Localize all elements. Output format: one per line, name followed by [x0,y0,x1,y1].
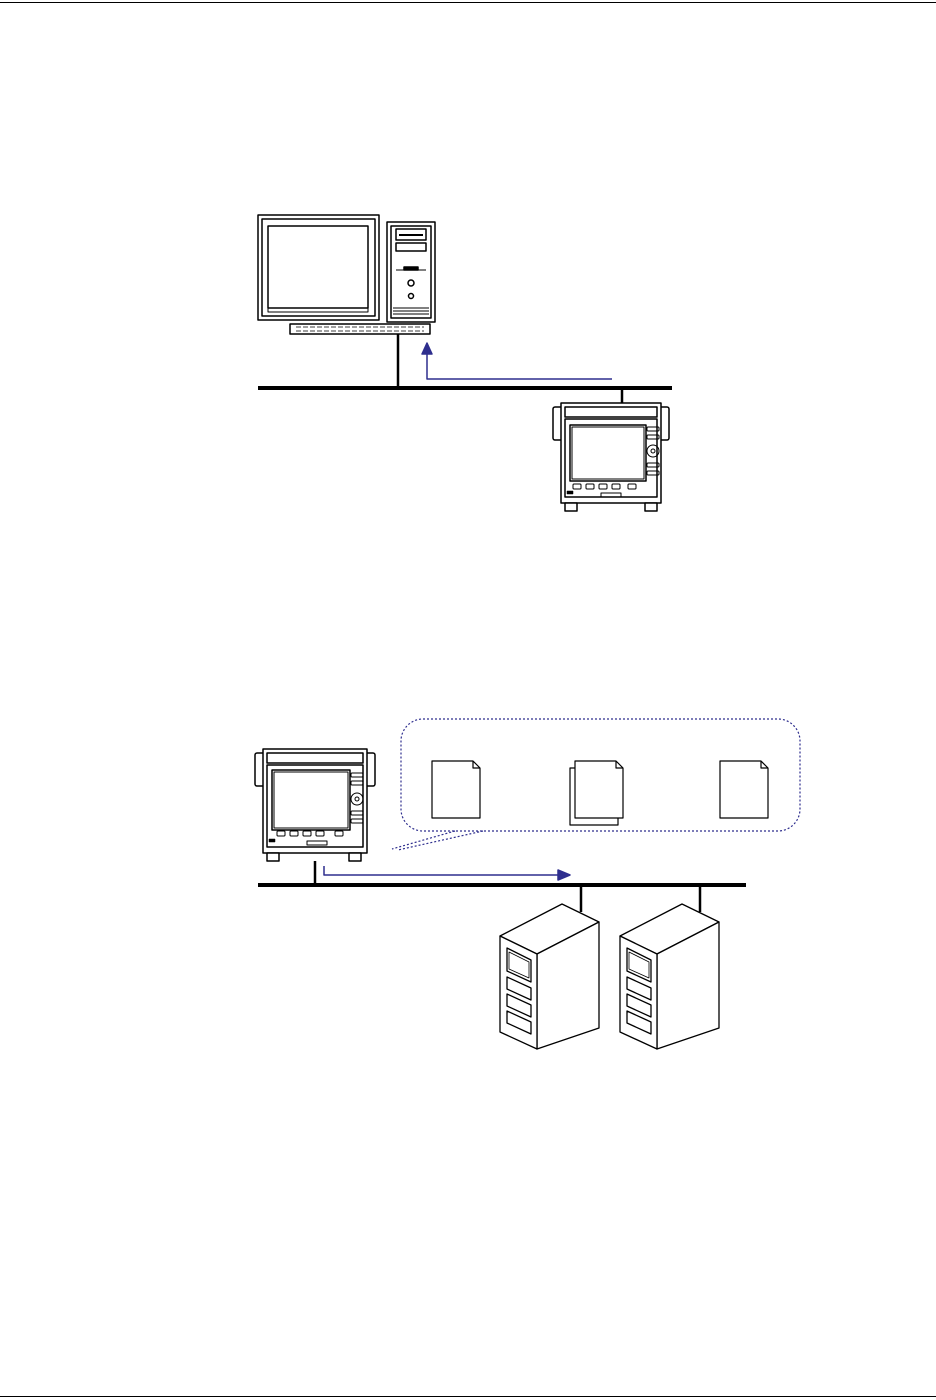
file-icon-3 [720,761,768,818]
request-arrow [422,343,612,379]
footer-rule [0,1396,936,1397]
diagram-pc-recorder [0,0,936,560]
recorder-icon [553,403,669,511]
file-server-icon [620,904,719,1049]
transfer-arrow [324,866,570,880]
recorder-icon [255,749,375,861]
diagram-recorder-file-servers [0,700,936,1120]
file-stack-icon [570,761,623,825]
file-icon-1 [432,761,480,818]
desktop-pc-icon [258,215,435,334]
file-server-icon [500,904,599,1049]
